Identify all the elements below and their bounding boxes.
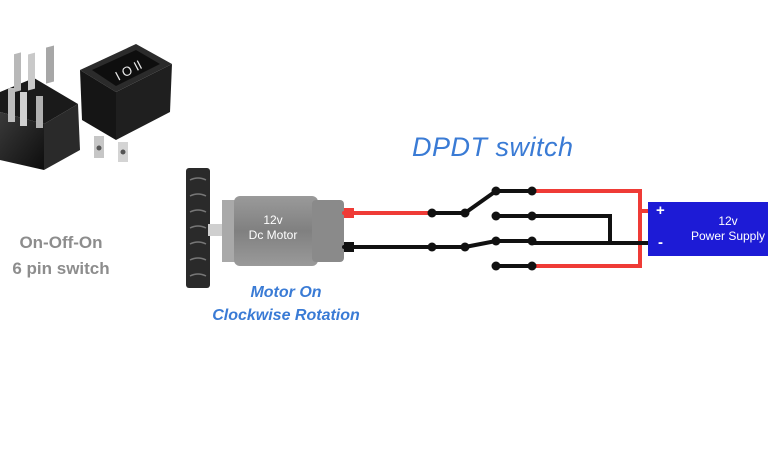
wire-cross-negative (530, 214, 650, 245)
motor-caption-line1: Motor On (250, 284, 322, 301)
switch-photo-front (80, 44, 172, 162)
motor-label: 12v Dc Motor (236, 213, 310, 243)
motor-label-line2: Dc Motor (248, 228, 298, 242)
motor-rear-cap (312, 200, 344, 262)
motor-flywheel (186, 168, 210, 288)
motor-body (234, 196, 318, 266)
switch-blade-1 (463, 189, 498, 215)
switch-photo-rear (0, 45, 80, 170)
diagram-title: DPDT switch (412, 132, 574, 162)
switch-caption-line1: On-Off-On (19, 233, 103, 252)
switch-blade-2 (463, 239, 498, 249)
motor-label-line1: 12v (263, 213, 283, 227)
power-supply-minus-sign: - (658, 234, 663, 251)
power-supply-label: 12v Power Supply (680, 214, 768, 244)
wire-cross-positive (530, 189, 642, 268)
motor-terminal-negative (344, 242, 354, 252)
motor-caption-line2: Clockwise Rotation (212, 307, 360, 324)
power-supply-label-line1: 12v (718, 214, 738, 228)
switch-caption-line2: 6 pin switch (12, 259, 110, 278)
switch-photo-caption: On-Off-On 6 pin switch (0, 230, 122, 282)
switch-contacts (427, 186, 537, 271)
power-supply-label-line2: Power Supply (690, 229, 766, 243)
power-supply-body (648, 202, 768, 256)
wiring (342, 189, 650, 268)
motor-terminal-positive (344, 208, 354, 218)
power-supply-plus-sign: + (656, 202, 665, 219)
motor-caption: Motor On Clockwise Rotation (196, 281, 376, 327)
motor-shaft (208, 224, 226, 236)
